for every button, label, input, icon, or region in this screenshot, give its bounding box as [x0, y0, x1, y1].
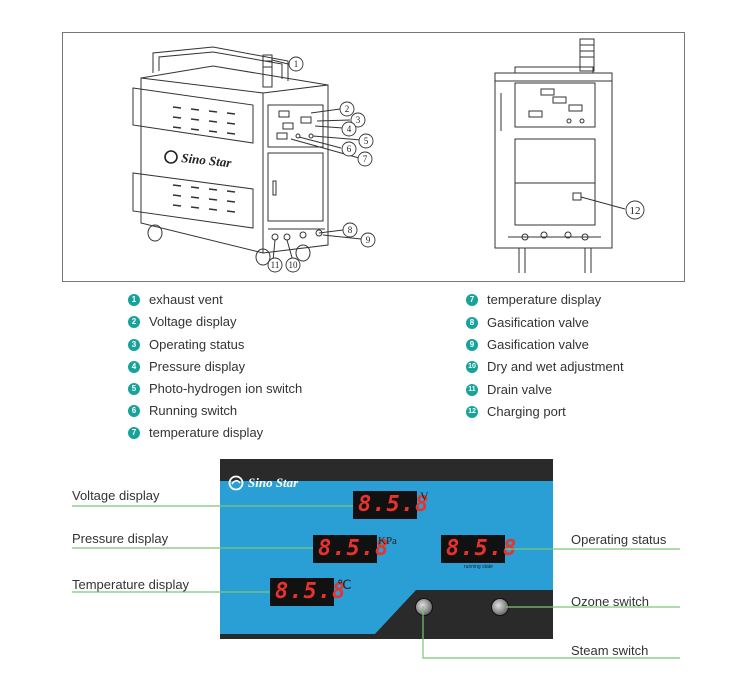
machine-drawing-frame: Sino Star 1 2 3 4 5 6 7 8 9 10: [62, 32, 685, 282]
legend-number-badge: 7: [466, 293, 478, 306]
legend-item: 9 Gasification valve: [466, 337, 589, 352]
svg-text:2: 2: [345, 104, 350, 114]
svg-text:Sino Star: Sino Star: [181, 150, 233, 170]
voltage-unit: V: [420, 489, 429, 503]
machine-line-drawing: Sino Star 1 2 3 4 5 6 7 8 9 10: [132, 38, 645, 273]
operating-status-display: 8.5.8: [441, 535, 516, 563]
voltage-reading: 8.5.8: [358, 492, 430, 517]
callout-2: [339, 101, 355, 117]
callout-12: [625, 200, 645, 220]
steam-switch-knob[interactable]: [415, 598, 433, 616]
legend-item: 2 Voltage display: [128, 314, 236, 329]
callout-8: [342, 222, 358, 238]
panel-brand: Sino Star: [228, 475, 298, 491]
side-brand-logo: Sino Star: [164, 150, 233, 170]
callout-10: [285, 257, 301, 273]
status-reading: 8.5.8: [446, 536, 518, 561]
pressure-unit: KPa: [378, 535, 397, 547]
brand-swirl-icon: [228, 475, 244, 491]
legend-number-badge: 7: [128, 426, 140, 439]
legend-label: Drain valve: [487, 382, 553, 397]
legend-label: Running switch: [149, 403, 238, 418]
legend-label: exhaust vent: [149, 292, 223, 307]
pressure-display: 8.5.8: [313, 535, 388, 563]
callout-7: [357, 151, 373, 167]
legend-label: Voltage display: [149, 314, 237, 329]
ozone-switch-knob[interactable]: [491, 598, 509, 616]
callout-4: [341, 121, 357, 137]
legend-item: 5 Photo-hydrogen ion switch: [128, 381, 302, 396]
brand-name: Sino Star: [248, 475, 299, 490]
legend-label: Charging port: [487, 404, 566, 419]
legend-number-badge: 1: [128, 293, 140, 306]
legend-item: 10 Dry and wet adjustment: [466, 359, 624, 374]
pressure-reading: 8.5.8: [318, 536, 390, 561]
svg-text:6: 6: [347, 144, 352, 154]
legend-label: Photo-hydrogen ion switch: [149, 381, 303, 396]
pressure-display-label: Pressure display: [72, 531, 169, 546]
ozone-switch-label: Ozone switch: [571, 594, 650, 609]
legend-item: 3 Operating status: [128, 337, 244, 352]
legend-number-badge: 9: [466, 338, 478, 351]
callout-1: [288, 56, 304, 72]
temperature-display-label: Temperature display: [72, 577, 190, 592]
callout-5: [358, 133, 374, 149]
legend-number-badge: 12: [466, 405, 478, 418]
legend-number-badge: 6: [128, 404, 140, 417]
svg-text:1: 1: [294, 59, 299, 69]
legend-label: Dry and wet adjustment: [487, 359, 624, 374]
legend-number-badge: 10: [466, 360, 478, 373]
svg-text:7: 7: [363, 154, 368, 164]
voltage-display-label: Voltage display: [72, 488, 160, 503]
svg-text:8: 8: [348, 225, 353, 235]
legend-label: Gasification valve: [487, 337, 589, 352]
legend-number-badge: 3: [128, 338, 140, 351]
legend-number-badge: 11: [466, 383, 478, 396]
legend-label: Pressure display: [149, 359, 246, 374]
svg-text:11: 11: [271, 260, 280, 270]
svg-text:5: 5: [364, 136, 369, 146]
legend-number-badge: 4: [128, 360, 140, 373]
legend-label: Gasification valve: [487, 315, 589, 330]
legend-number-badge: 5: [128, 382, 140, 395]
legend-item: 4 Pressure display: [128, 359, 245, 374]
callout-6: [341, 141, 357, 157]
legend-number-badge: 8: [466, 316, 478, 329]
operating-status-label: Operating status: [571, 532, 667, 547]
legend-label: Operating status: [149, 337, 245, 352]
callout-11: [267, 257, 283, 273]
status-caption: running state: [464, 564, 493, 570]
voltage-display: 8.5.8: [353, 491, 428, 519]
legend-item: 8 Gasification valve: [466, 315, 589, 330]
temperature-display: 8.5.8: [270, 578, 345, 606]
svg-text:10: 10: [289, 260, 299, 270]
legend-label: temperature display: [149, 425, 264, 440]
legend-item: 12 Charging port: [466, 404, 566, 419]
legend-item: 6 Running switch: [128, 403, 237, 418]
svg-text:9: 9: [366, 235, 371, 245]
legend-number-badge: 2: [128, 315, 140, 328]
control-panel: Sino Star 8.5.8 V 8.5.8 KPa 8.5.8 runnin…: [220, 459, 553, 639]
legend-item: 7 temperature display: [466, 292, 601, 307]
temperature-reading: 8.5.8: [275, 579, 347, 604]
legend-item: 7 temperature display: [128, 425, 263, 440]
svg-text:3: 3: [356, 115, 361, 125]
svg-text:12: 12: [630, 205, 641, 217]
legend-item: 11 Drain valve: [466, 382, 552, 397]
steam-switch-label: Steam switch: [571, 643, 649, 658]
legend-label: temperature display: [487, 292, 602, 307]
svg-text:4: 4: [347, 124, 352, 134]
legend-item: 1 exhaust vent: [128, 292, 223, 307]
callout-3: [350, 112, 366, 128]
temperature-unit: ℃: [337, 577, 352, 592]
callout-9: [360, 232, 376, 248]
